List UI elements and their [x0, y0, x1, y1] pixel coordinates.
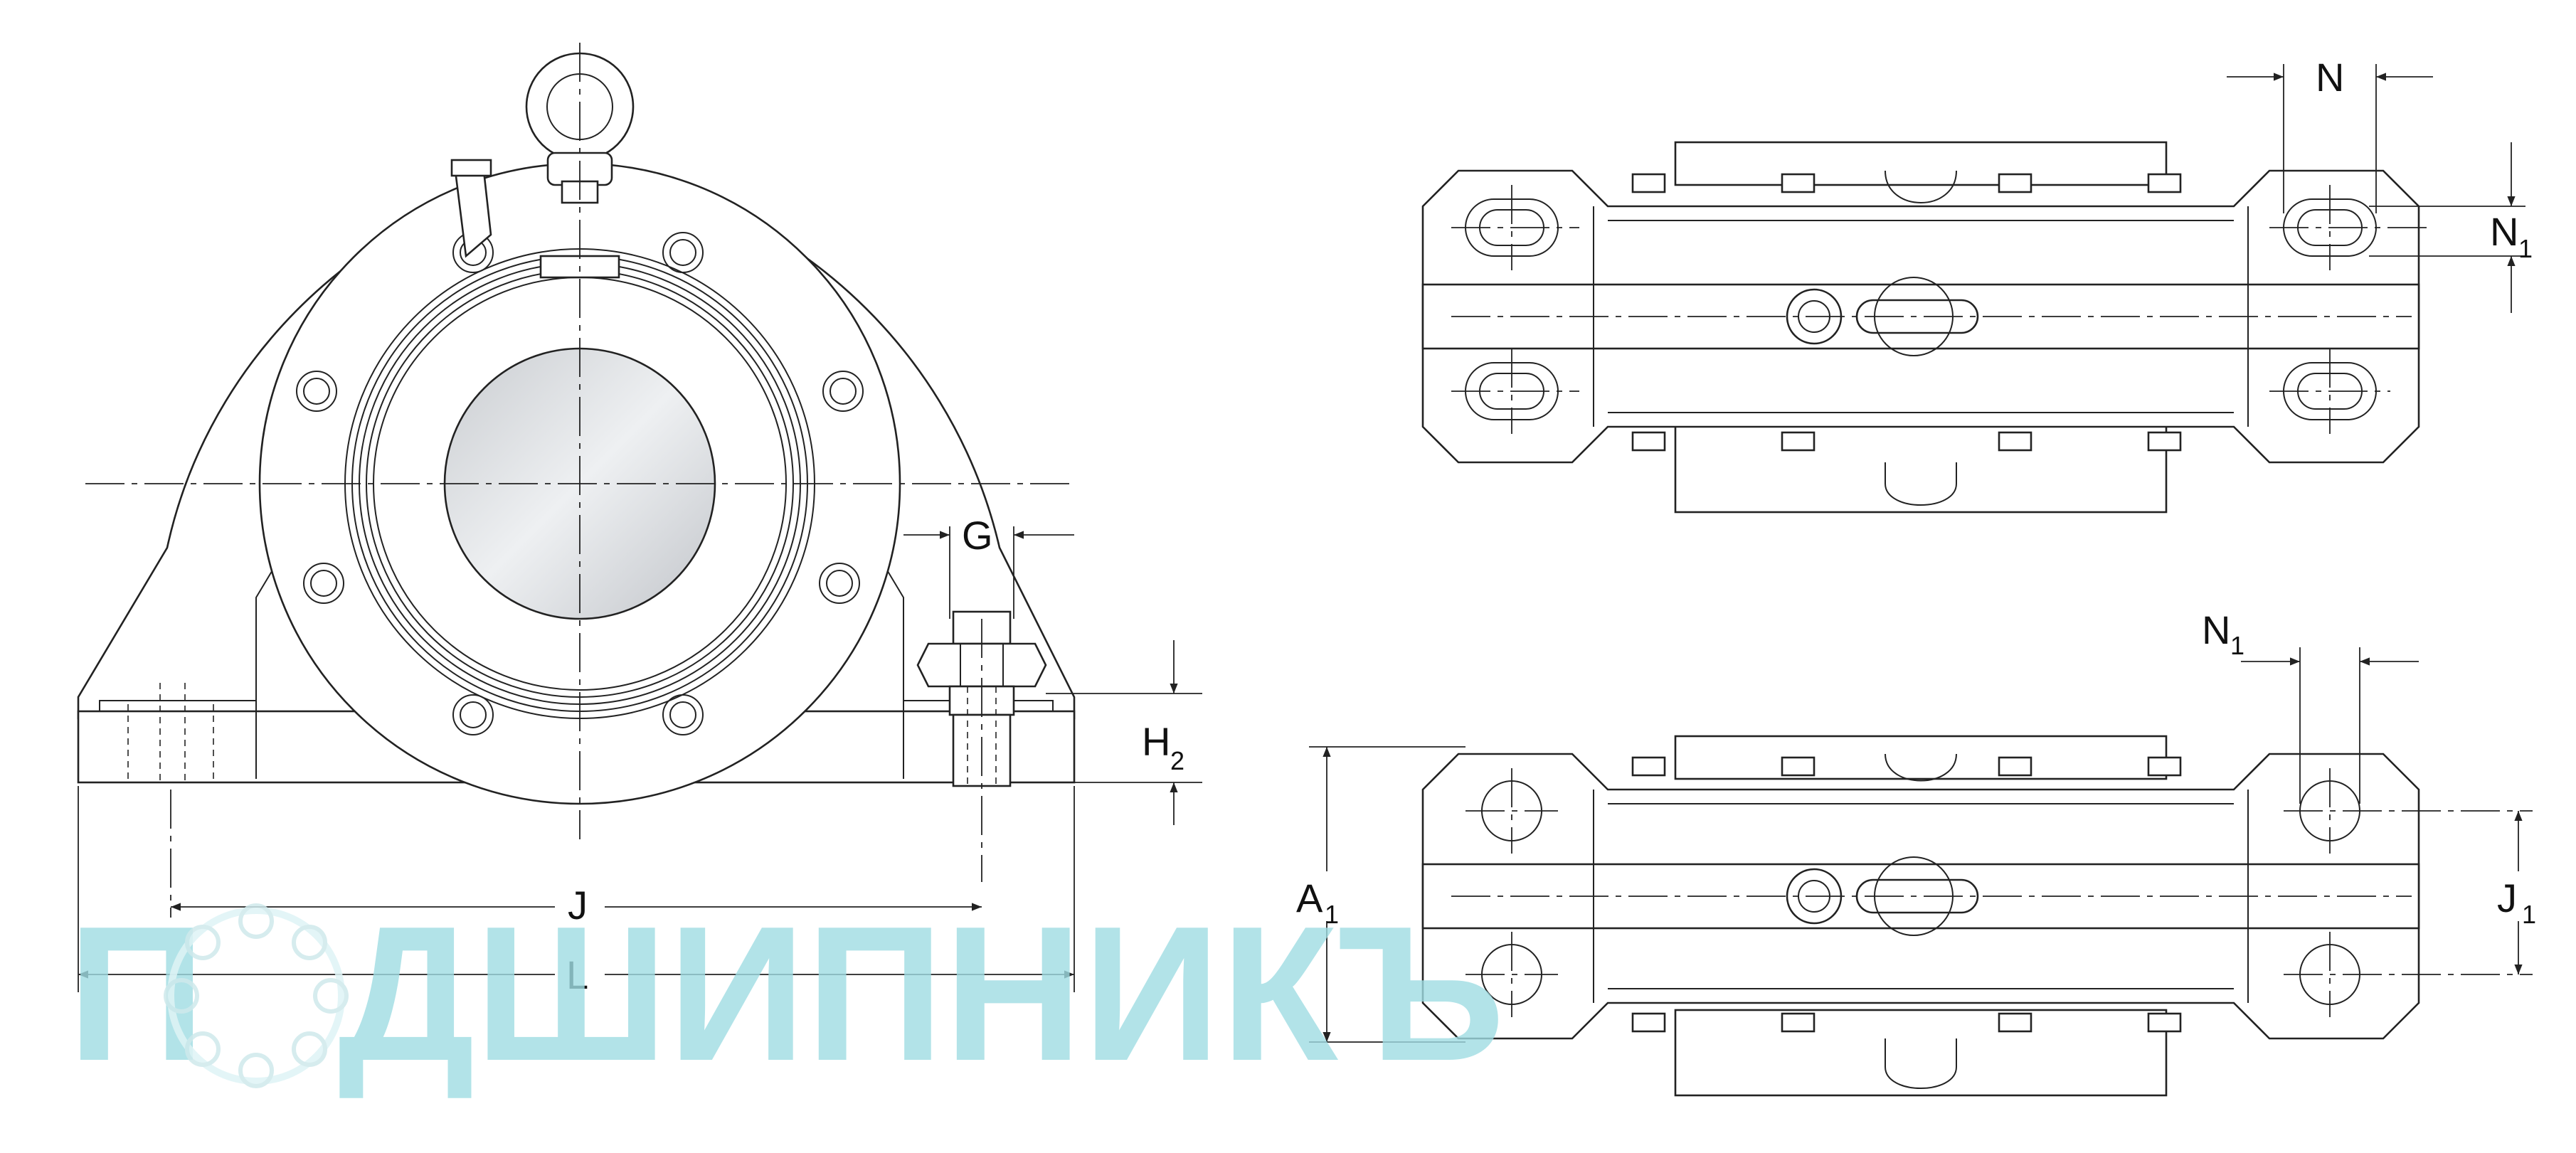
label-j1: J [2497, 876, 2517, 920]
lower-bolts [1631, 756, 2182, 1033]
front-view: G H 2 J L [77, 43, 1202, 997]
dimension-n: N [2227, 55, 2433, 213]
dimension-n1-lower: N 1 [2202, 607, 2419, 804]
label-n: N [2316, 55, 2344, 100]
label-h: H [1142, 719, 1170, 764]
label-n1-upper-sub: 1 [2518, 234, 2533, 263]
label-n1-upper: N [2490, 209, 2518, 254]
label-h-sub: 2 [1170, 746, 1184, 775]
label-j: J [568, 883, 588, 928]
upper-bolts [1631, 173, 2182, 452]
watermark-first-letter: П [68, 887, 206, 1101]
label-j1-sub: 1 [2522, 900, 2536, 929]
top-view-upper: N N 1 [1421, 55, 2533, 514]
grease-nipple [450, 159, 492, 258]
label-n1-lower-sub: 1 [2230, 631, 2244, 660]
left-foot-recess [99, 700, 257, 779]
label-n1-lower: N [2202, 607, 2230, 652]
flange-bolts [296, 232, 864, 735]
dimension-j: J [171, 878, 982, 928]
label-l: L [566, 952, 588, 997]
label-a: A [1296, 876, 1323, 920]
top-view-lower: N 1 A 1 J 1 [1295, 607, 2554, 1097]
dimension-l: L [78, 786, 1075, 997]
dimension-j1: J 1 [2490, 811, 2554, 974]
bearing-o-icon [164, 903, 349, 1088]
dimension-h2: H 2 [1046, 640, 1202, 825]
dimension-a1: A 1 [1295, 746, 1465, 1043]
label-a-sub: 1 [1325, 900, 1339, 929]
watermark-text: ДШИПНИКЪ [338, 887, 1505, 1101]
label-g: G [962, 513, 993, 558]
dimension-g: G [903, 513, 1074, 619]
watermark-logo: П ДШИПНИКЪ [68, 887, 1505, 1101]
dimension-n1-upper: N 1 [2369, 142, 2533, 313]
